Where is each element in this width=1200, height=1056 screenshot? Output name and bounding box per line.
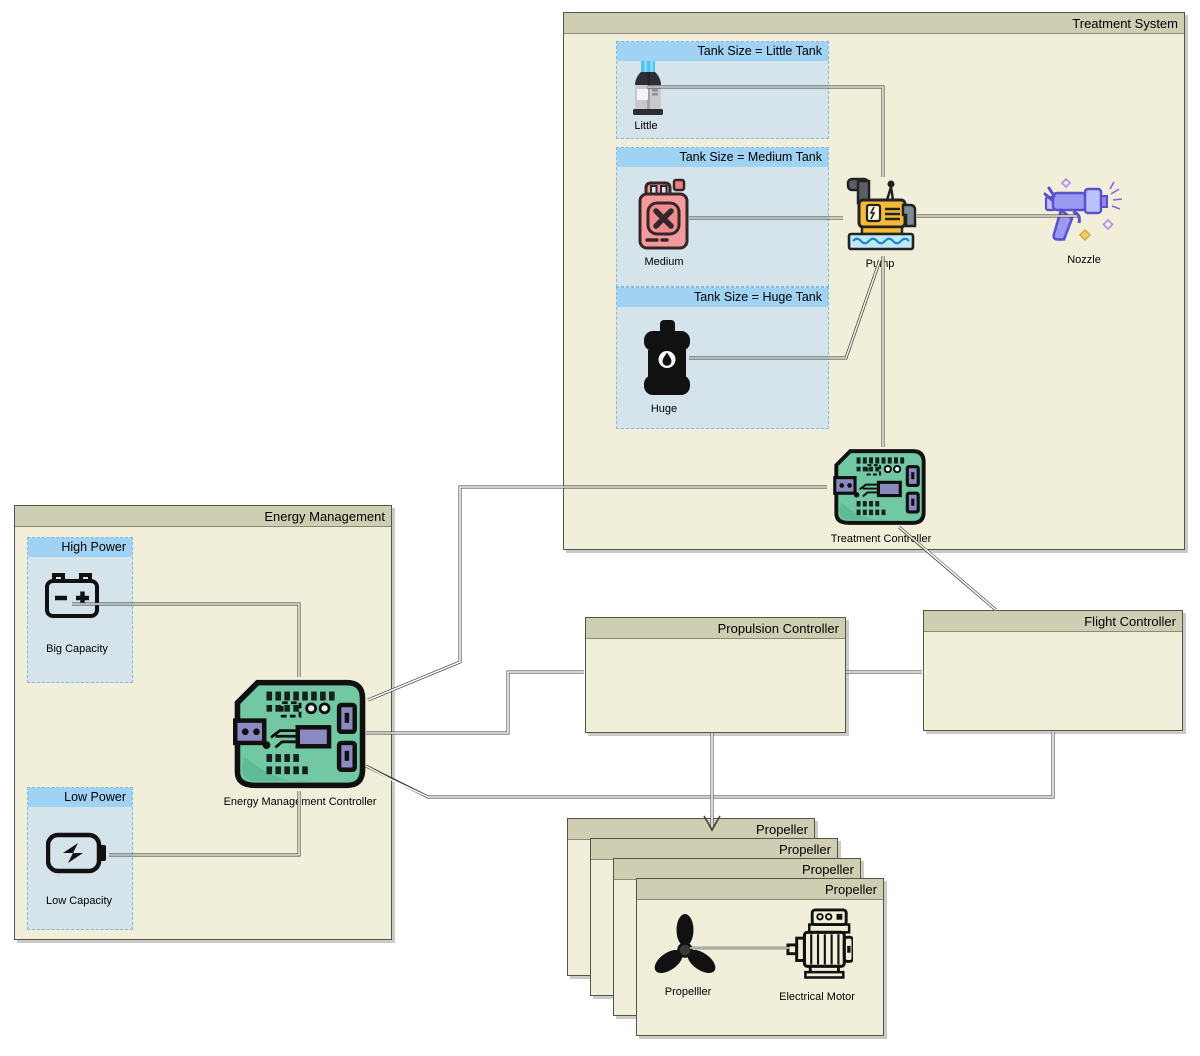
flight-controller-title: Flight Controller [924, 611, 1182, 632]
electrical-motor-label: Electrical Motor [779, 991, 855, 1003]
treatment-controller-icon[interactable] [827, 448, 933, 526]
propeller-icon[interactable] [650, 908, 724, 980]
huge-tank-label: Huge [650, 403, 678, 415]
nozzle-icon[interactable] [1038, 176, 1124, 250]
nozzle-label: Nozzle [1067, 254, 1101, 266]
energy-management-title: Energy Management [15, 506, 391, 527]
variant-low-power-header: Low Power [28, 788, 132, 807]
big-capacity-label: Big Capacity [46, 643, 108, 655]
variant-medium-tank-header: Tank Size = Medium Tank [617, 148, 828, 167]
pump-icon[interactable] [842, 172, 920, 256]
propeller-box-title: Propeller [568, 819, 814, 840]
variant-high-power-header: High Power [28, 538, 132, 557]
electrical-motor-icon[interactable] [785, 905, 853, 981]
low-capacity-label: Low Capacity [45, 895, 113, 907]
energy-management-controller-label: Energy Management Controller [223, 796, 377, 808]
low-capacity-battery-icon[interactable] [46, 831, 108, 875]
propulsion-controller-box[interactable]: Propulsion Controller [585, 617, 846, 733]
big-capacity-battery-icon[interactable] [43, 568, 101, 622]
pump-label: Pump [865, 258, 895, 270]
medium-tank-label: Medium [644, 256, 684, 268]
propeller-box-title: Propeller [614, 859, 860, 880]
propeller-box-title: Propeller [591, 839, 837, 860]
huge-tank-icon[interactable] [640, 320, 694, 398]
medium-tank-icon[interactable] [638, 178, 690, 252]
energy-management-controller-icon[interactable] [233, 678, 367, 790]
treatment-system-title: Treatment System [564, 13, 1184, 34]
little-tank-label: Little [634, 120, 658, 132]
propeller-box-title: Propeller [637, 879, 883, 900]
variant-huge-tank-header: Tank Size = Huge Tank [617, 288, 828, 307]
variant-low-power[interactable]: Low Power [27, 787, 133, 930]
treatment-controller-label: Treatment Controller [830, 533, 932, 545]
propulsion-controller-title: Propulsion Controller [586, 618, 845, 639]
propeller-label: Propelller [664, 986, 712, 998]
flight-controller-box[interactable]: Flight Controller [923, 610, 1183, 731]
little-tank-icon[interactable] [628, 60, 668, 118]
variant-little-tank-header: Tank Size = Little Tank [617, 42, 828, 61]
